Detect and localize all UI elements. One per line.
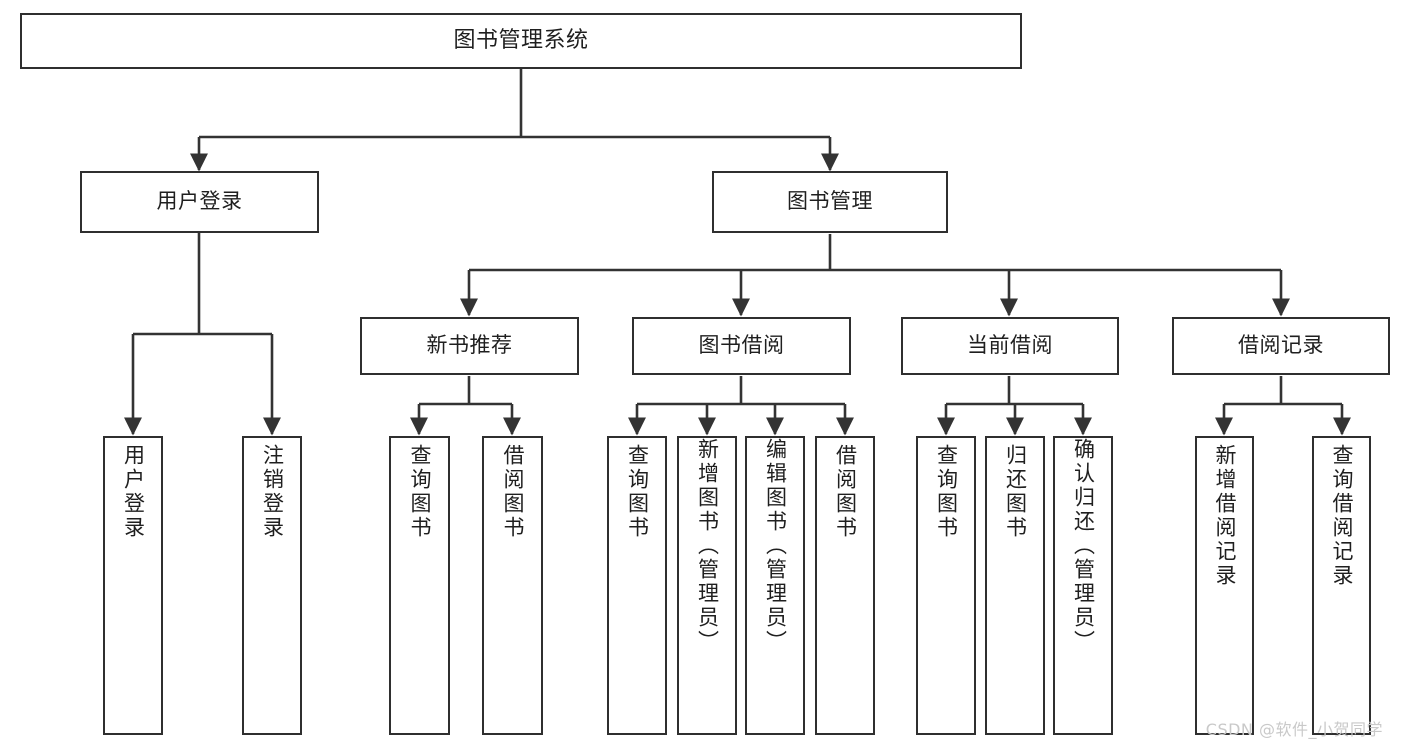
leaf-book-borrow-add-label: 新增图书（管理员） [695,438,720,654]
node-book-borrow[interactable]: 图书借阅 [632,317,851,375]
node-book-borrow-label: 图书借阅 [698,333,785,358]
leaf-new-book-query-label: 查询图书 [408,444,432,540]
csdn-watermark: CSDN @软件_小贺同学 [1205,720,1383,739]
node-root-label: 图书管理系统 [453,27,589,53]
leaf-current-borrow-return-label: 归还图书 [1003,444,1028,540]
node-current-borrow[interactable]: 当前借阅 [901,317,1119,375]
leaf-user-login-signin[interactable]: 用户登录 [103,436,163,735]
node-current-borrow-label: 当前借阅 [967,333,1053,358]
node-user-login-label: 用户登录 [156,189,243,214]
leaf-user-login-signout[interactable]: 注销登录 [242,436,302,735]
node-root-system[interactable]: 图书管理系统 [20,13,1022,69]
node-new-book-recommend-label: 新书推荐 [426,333,513,358]
leaf-user-login-signout-label: 注销登录 [260,444,285,540]
leaf-borrow-record-add[interactable]: 新增借阅记录 [1195,436,1254,735]
leaf-book-borrow-edit[interactable]: 编辑图书（管理员） [745,436,805,735]
node-user-login[interactable]: 用户登录 [80,171,319,233]
leaf-borrow-record-query-label: 查询借阅记录 [1330,444,1354,588]
leaf-book-borrow-edit-label: 编辑图书（管理员） [763,438,788,654]
leaf-new-book-borrow-label: 借阅图书 [501,444,525,540]
leaf-new-book-query[interactable]: 查询图书 [389,436,450,735]
leaf-borrow-record-add-label: 新增借阅记录 [1213,444,1237,588]
node-book-management[interactable]: 图书管理 [712,171,948,233]
node-new-book-recommend[interactable]: 新书推荐 [360,317,579,375]
node-borrow-record[interactable]: 借阅记录 [1172,317,1390,375]
leaf-book-borrow-lend-label: 借阅图书 [833,444,858,540]
leaf-book-borrow-lend[interactable]: 借阅图书 [815,436,875,735]
node-book-management-label: 图书管理 [787,189,873,214]
leaf-user-login-signin-label: 用户登录 [121,444,146,540]
leaf-current-borrow-confirm[interactable]: 确认归还（管理员） [1053,436,1113,735]
leaf-book-borrow-add[interactable]: 新增图书（管理员） [677,436,737,735]
leaf-current-borrow-return[interactable]: 归还图书 [985,436,1045,735]
node-borrow-record-label: 借阅记录 [1238,333,1324,358]
leaf-current-borrow-confirm-label: 确认归还（管理员） [1071,438,1096,654]
leaf-book-borrow-query[interactable]: 查询图书 [607,436,667,735]
leaf-current-borrow-query-label: 查询图书 [934,444,959,540]
leaf-borrow-record-query[interactable]: 查询借阅记录 [1312,436,1371,735]
leaf-new-book-borrow[interactable]: 借阅图书 [482,436,543,735]
leaf-current-borrow-query[interactable]: 查询图书 [916,436,976,735]
leaf-book-borrow-query-label: 查询图书 [625,444,650,540]
